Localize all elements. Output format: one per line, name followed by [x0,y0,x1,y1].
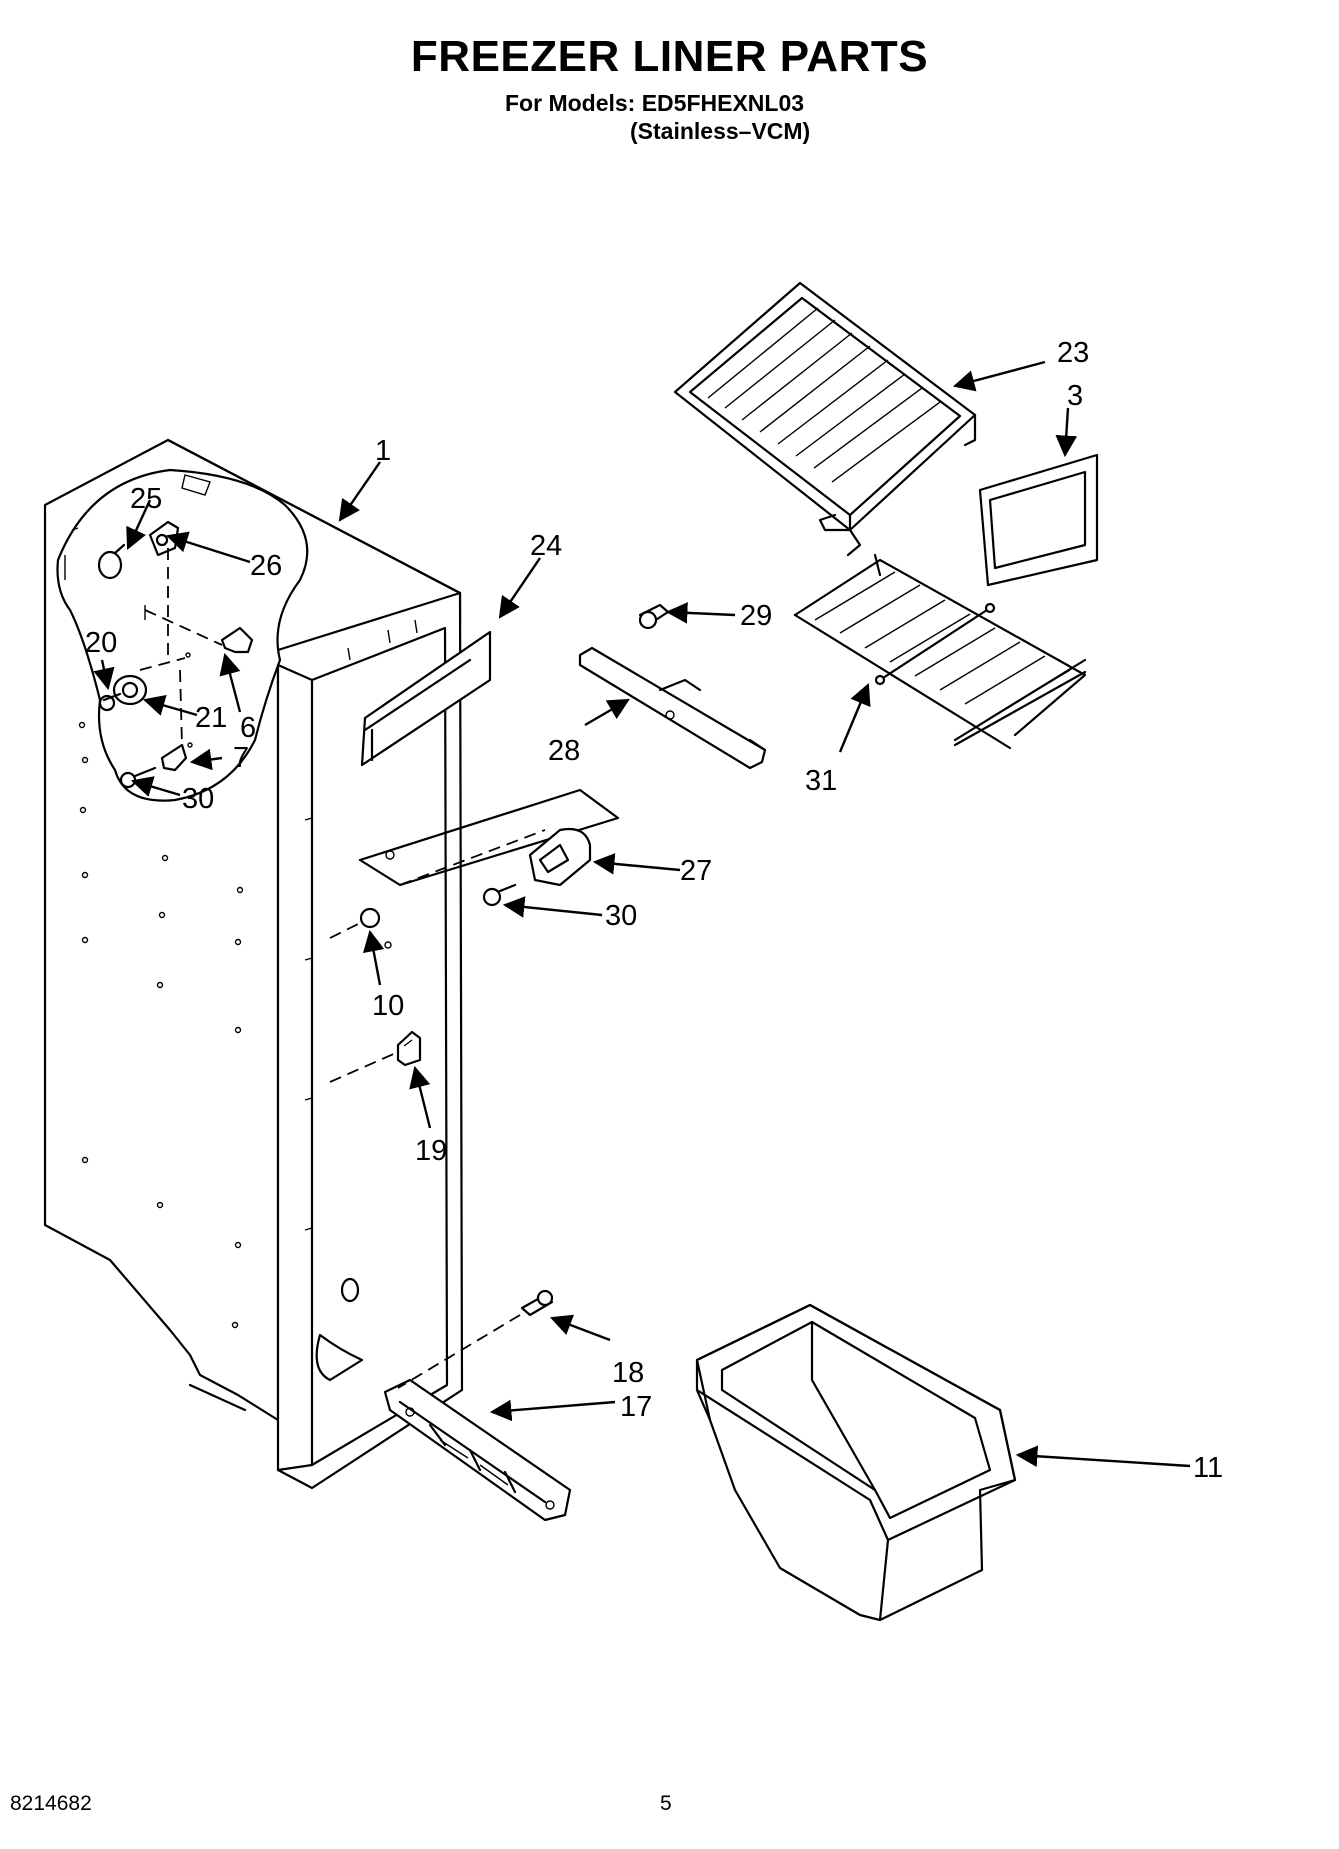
callout-28: 28 [548,735,580,767]
switch-19 [396,1030,422,1067]
callout-7: 7 [233,742,249,774]
shelf-23 [673,281,977,557]
plug-10 [359,907,392,949]
duct-cover-24 [360,630,492,767]
freezer-liner [43,438,464,1490]
callout-3: 3 [1067,380,1083,412]
lamp-holder-6 [220,626,254,654]
callout-17: 17 [620,1391,652,1423]
shelf-bracket-28 [578,646,767,770]
callout-29: 29 [740,600,772,632]
screw-18 [520,1289,554,1317]
callout-20: 20 [85,627,117,659]
callout-6: 6 [240,712,256,744]
control-label-plate [358,788,620,887]
bulb-25 [97,543,126,580]
screw-29 [638,603,670,630]
callout-31: 31 [805,765,837,797]
callout-26: 26 [250,550,282,582]
callout-24: 24 [530,530,562,562]
callout-25: 25 [130,483,162,515]
callout-labels: 1 3 6 7 10 11 17 18 19 20 21 23 24 25 26… [85,337,1223,1484]
thermostat-housing-27 [528,827,592,887]
callout-19: 19 [415,1135,447,1167]
variant-line: (Stainless–VCM) [630,118,811,144]
callout-27: 27 [680,855,712,887]
document-number: 8214682 [10,1792,92,1815]
fastener-7 [160,743,188,772]
light-switch-20 [98,674,148,712]
callout-30-lower: 30 [605,900,637,932]
callout-10: 10 [372,990,404,1022]
callout-30-upper: 30 [182,783,214,815]
page-number: 5 [660,1792,672,1815]
end-cap-3 [978,453,1099,587]
wire-shelf-31 [793,553,1087,750]
drawer-support-17 [383,1378,572,1522]
callout-23: 23 [1057,337,1089,369]
models-line: For Models: ED5FHEXNL03 [505,90,805,116]
leader-lines [93,360,1191,1468]
screw-30-lower [482,883,517,907]
callout-11: 11 [1193,1452,1223,1484]
callout-18: 18 [612,1357,644,1389]
page-title: FREEZER LINER PARTS [410,32,929,81]
callout-1: 1 [375,435,391,467]
storage-bin-11 [695,1303,1017,1622]
callout-21: 21 [195,702,227,734]
